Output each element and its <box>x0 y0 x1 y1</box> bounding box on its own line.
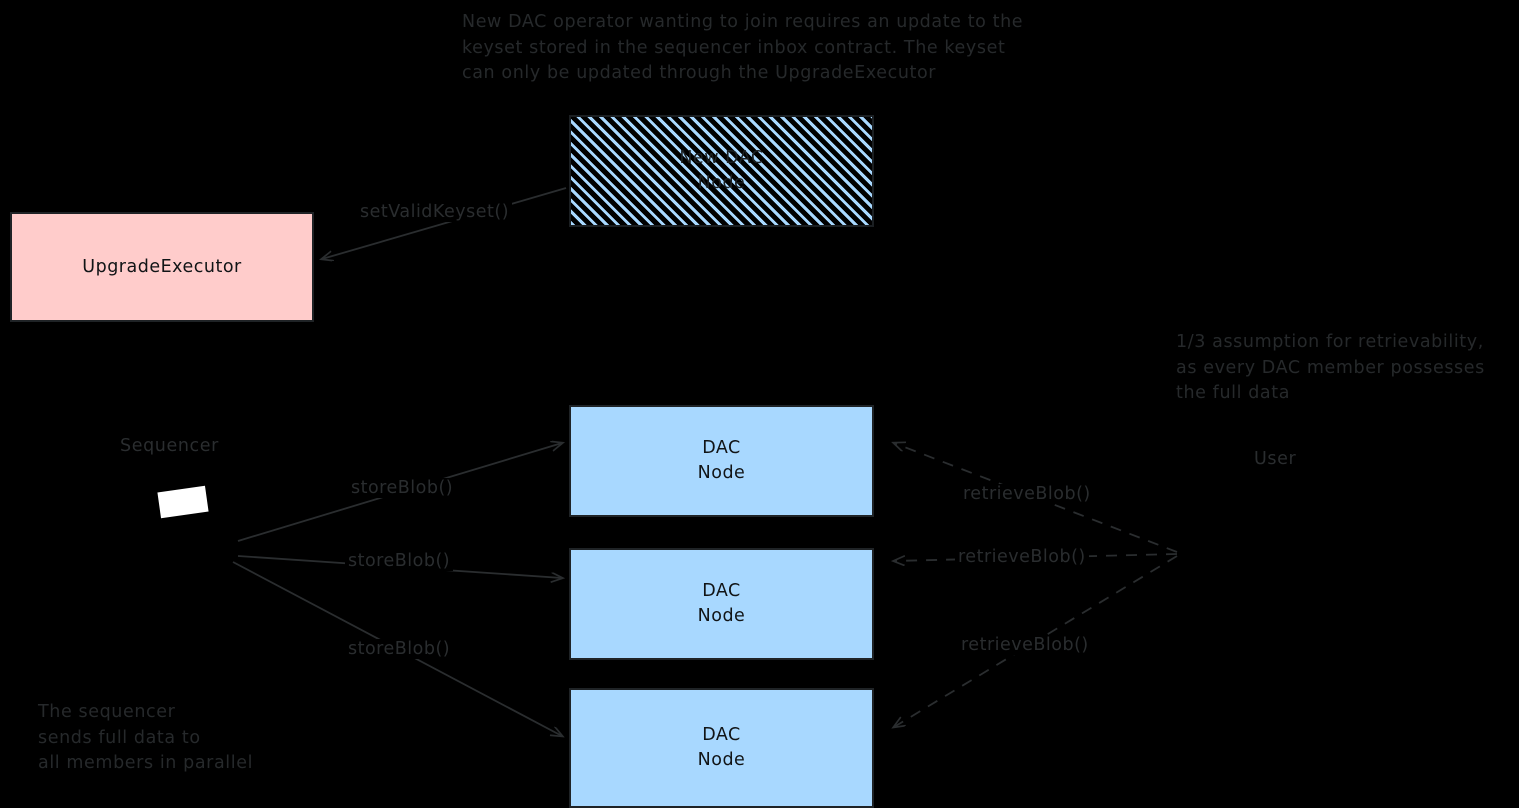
sequencer-icon <box>157 485 209 519</box>
label-user: User <box>1254 449 1297 469</box>
edge-label-set-valid-keyset: setValidKeyset() <box>357 202 513 222</box>
edge-label-store-blob-3: storeBlob() <box>345 639 454 659</box>
box-dac-node-3-label: DAC Node <box>697 725 746 770</box>
box-upgrade-executor[interactable]: UpgradeExecutor <box>10 212 314 322</box>
edge-label-store-blob-1: storeBlob() <box>348 478 457 498</box>
box-dac-node-1[interactable]: DAC Node <box>569 405 874 517</box>
note-keyset-update: New DAC operator wanting to join require… <box>462 12 1024 83</box>
edge-label-retrieve-blob-1: retrieveBlob() <box>960 484 1094 504</box>
box-dac-node-1-label: DAC Node <box>697 438 746 483</box>
label-sequencer: Sequencer <box>120 436 219 456</box>
box-dac-node-3[interactable]: DAC Node <box>569 688 874 808</box>
edge-label-retrieve-blob-3: retrieveBlob() <box>958 635 1092 655</box>
box-upgrade-executor-label: UpgradeExecutor <box>82 256 242 277</box>
box-dac-node-2[interactable]: DAC Node <box>569 548 874 660</box>
box-new-dac-node-label: New DAC Node <box>679 148 764 193</box>
note-retrievability-assumption: 1/3 assumption for retrievability, as ev… <box>1176 332 1485 403</box>
edge-label-retrieve-blob-2: retrieveBlob() <box>955 547 1089 567</box>
arrow-set-valid-keyset <box>322 187 567 259</box>
note-sequencer-parallel-send: The sequencer sends full data to all mem… <box>38 702 254 773</box>
box-new-dac-node[interactable]: New DAC Node <box>569 115 874 227</box>
box-dac-node-2-label: DAC Node <box>697 581 746 626</box>
edge-label-store-blob-2: storeBlob() <box>345 551 454 571</box>
